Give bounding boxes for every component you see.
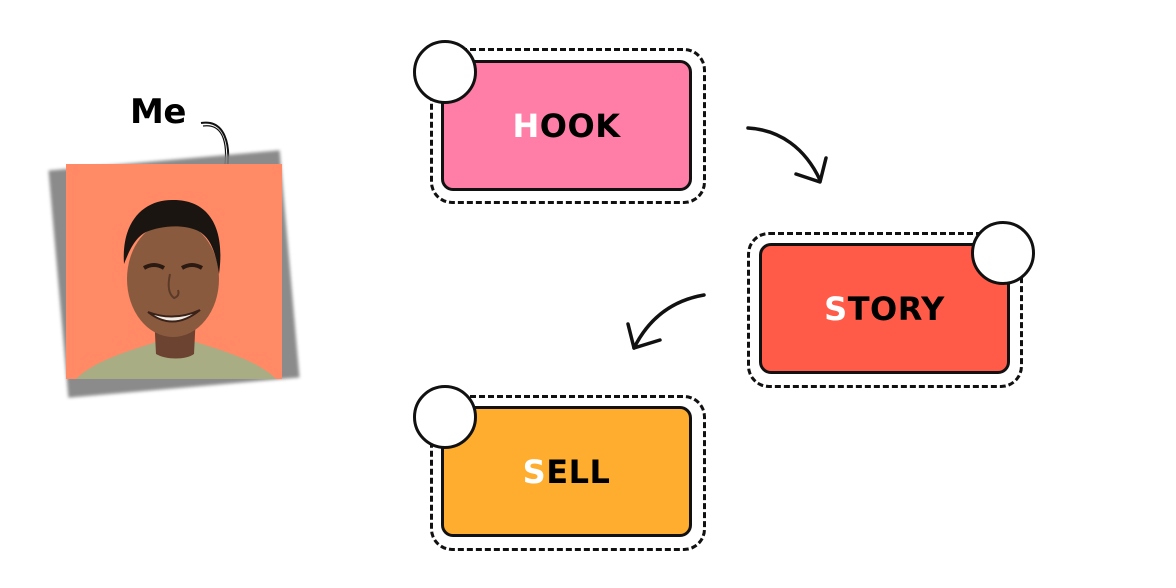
hook-label: HOOK (513, 107, 621, 145)
hook-circle (413, 40, 477, 104)
sell-label: SELL (523, 453, 611, 491)
sell-box[interactable]: SELL (441, 406, 692, 537)
sell-first-letter: S (522, 452, 547, 491)
profile-photo (66, 164, 282, 379)
story-circle (971, 221, 1035, 285)
story-label: STORY (824, 290, 945, 328)
story-outline (747, 232, 1023, 388)
story-box[interactable]: STORY (759, 243, 1010, 374)
hook-first-letter: H (512, 106, 540, 145)
story-rest: TORY (847, 289, 945, 328)
arrow-hook-to-story-icon (746, 126, 828, 184)
arrow-story-to-sell-icon (626, 293, 706, 350)
hook-rest: OOK (539, 106, 621, 145)
hook-box[interactable]: HOOK (441, 60, 692, 191)
hook-outline (430, 48, 706, 204)
story-first-letter: S (824, 289, 848, 328)
me-label: Me (130, 92, 186, 132)
sell-rest: ELL (546, 452, 611, 491)
sell-circle (413, 385, 477, 449)
sell-outline (430, 395, 706, 551)
person-portrait-icon (66, 164, 282, 379)
